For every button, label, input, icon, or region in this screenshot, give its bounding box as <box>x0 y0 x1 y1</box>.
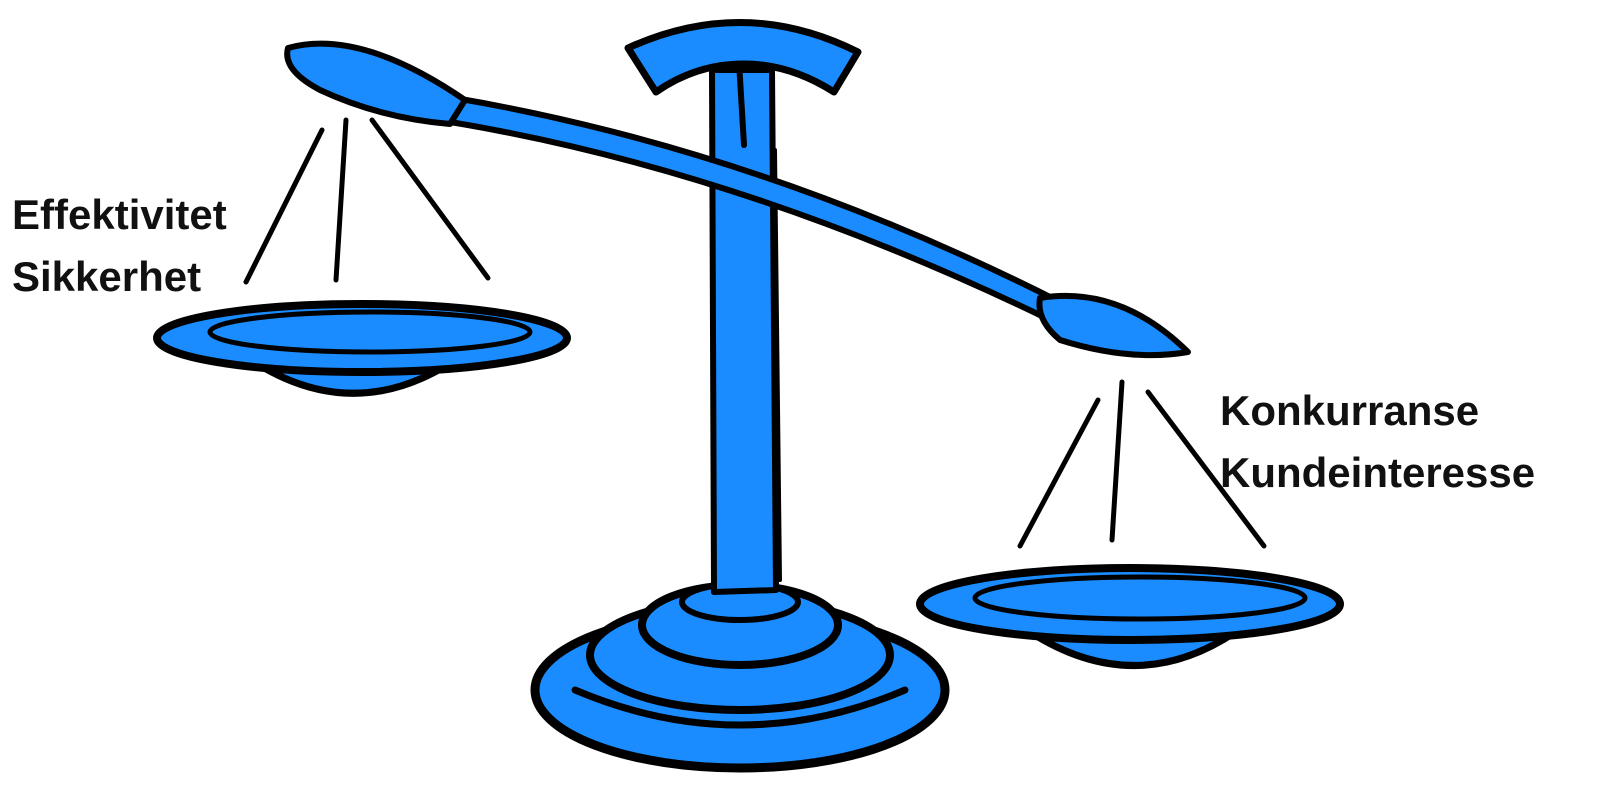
scale-post <box>712 45 780 592</box>
right-pan-labels: Konkurranse Kundeinteresse <box>1220 380 1535 504</box>
right-pan <box>920 568 1340 666</box>
left-pan <box>157 304 567 393</box>
scale-base <box>535 584 945 768</box>
left-label-2: Sikkerhet <box>12 246 227 308</box>
left-pan-strings <box>246 120 488 282</box>
right-label-1: Konkurranse <box>1220 380 1535 442</box>
right-label-2: Kundeinteresse <box>1220 442 1535 504</box>
left-pan-labels: Effektivitet Sikkerhet <box>12 184 227 308</box>
left-label-1: Effektivitet <box>12 184 227 246</box>
